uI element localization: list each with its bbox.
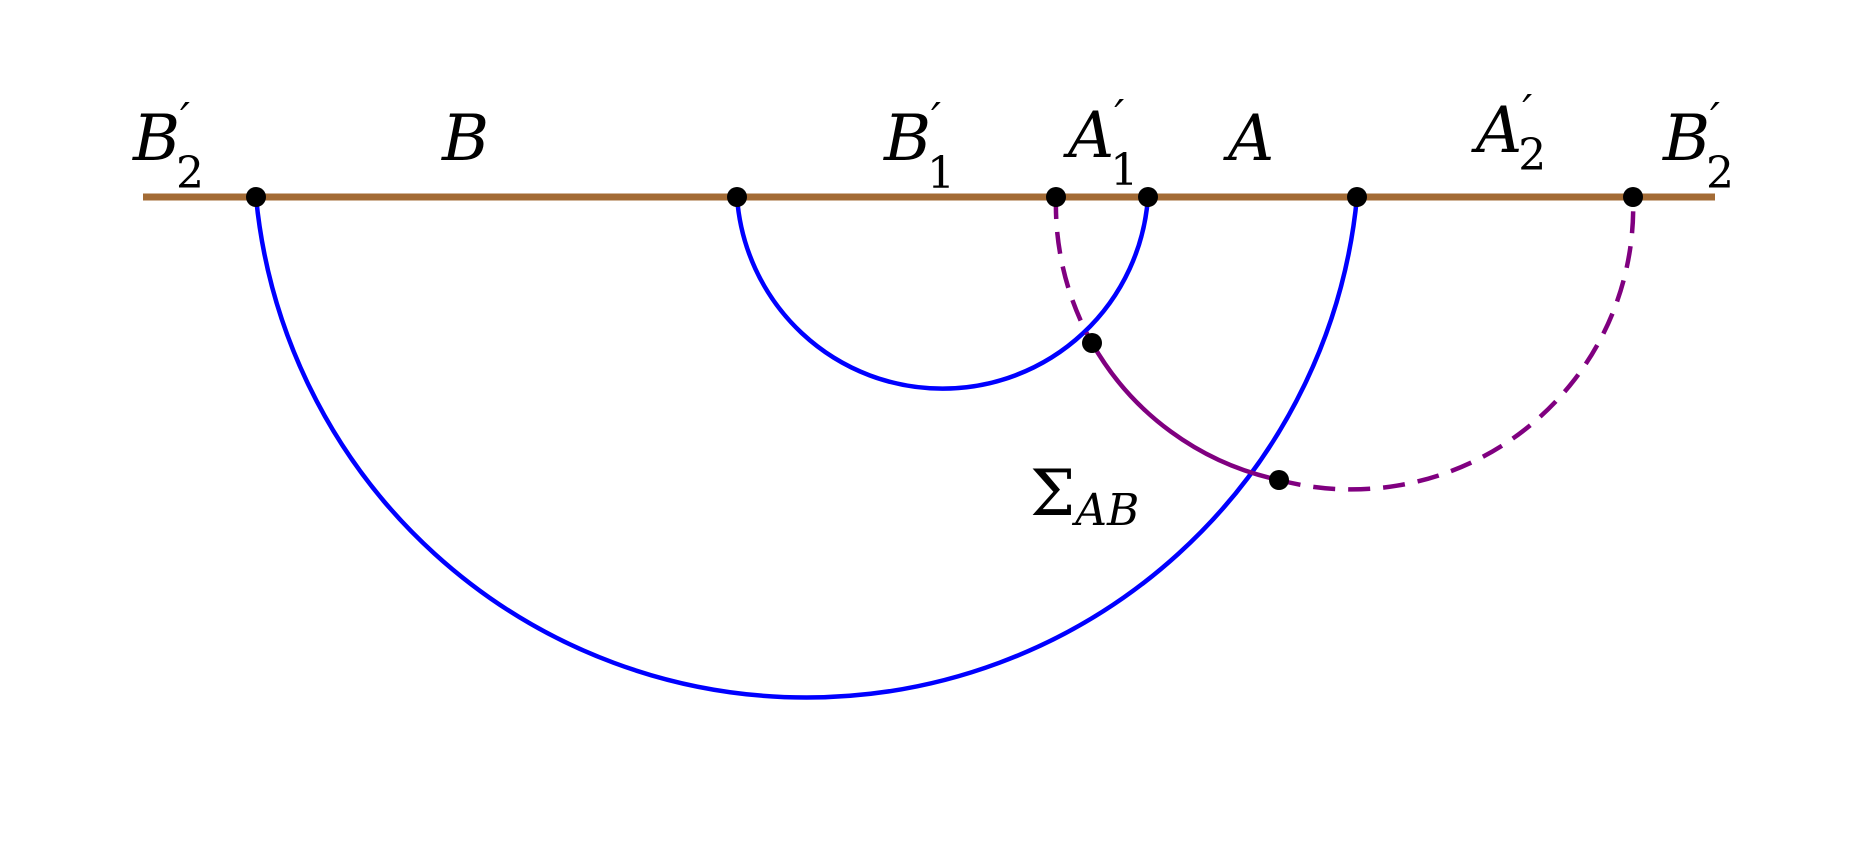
surface-solid-sigma: [1090, 341, 1280, 483]
point-b2-left: [246, 187, 266, 207]
label-a: A: [1223, 102, 1274, 176]
label-b1p: B′1: [883, 94, 955, 199]
label-a1p: A′1: [1063, 91, 1138, 196]
label-b2-left: B′2: [132, 94, 204, 199]
point-a2p: [1623, 187, 1643, 207]
surface-dashed-left: [1053, 196, 1094, 345]
surface-dashed-right: [1278, 196, 1636, 492]
intersection-large-arc: [1269, 470, 1289, 490]
point-b1p: [1046, 187, 1066, 207]
label-b2-right: B′2: [1662, 94, 1734, 199]
label-sigma-ab: ΣAB: [1030, 457, 1139, 536]
small-geodesic-arc: [734, 196, 1151, 391]
large-geodesic-arc: [253, 196, 1360, 700]
point-a: [1347, 187, 1367, 207]
intersection-small-arc: [1082, 333, 1102, 353]
point-b: [727, 187, 747, 207]
label-b: B: [441, 102, 489, 176]
label-a2p: A′2: [1471, 86, 1546, 181]
point-a1p: [1138, 187, 1158, 207]
